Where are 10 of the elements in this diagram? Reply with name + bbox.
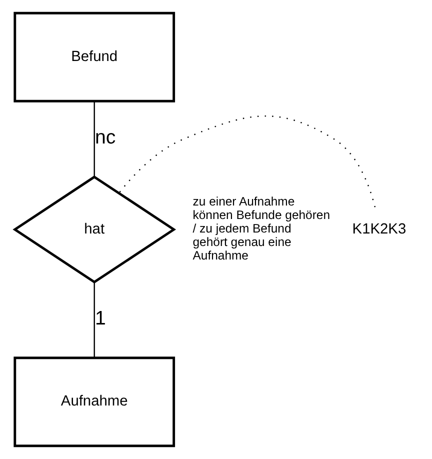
edge-label: 1 — [95, 308, 106, 330]
node-label: zu einer Aufnahme können Befunde gehören / zu jedem Befund gehört genau eine Aufnahme — [192, 194, 330, 262]
node-box: Aufnahme — [14, 356, 176, 448]
node-box: Befund — [14, 12, 176, 102]
node-diamond: hat — [12, 175, 176, 284]
connector — [94, 282, 95, 358]
connector — [118, 116, 376, 208]
edge-label: nc — [95, 126, 116, 149]
connector — [94, 101, 95, 177]
node-text: K1K2K3 — [352, 221, 406, 238]
